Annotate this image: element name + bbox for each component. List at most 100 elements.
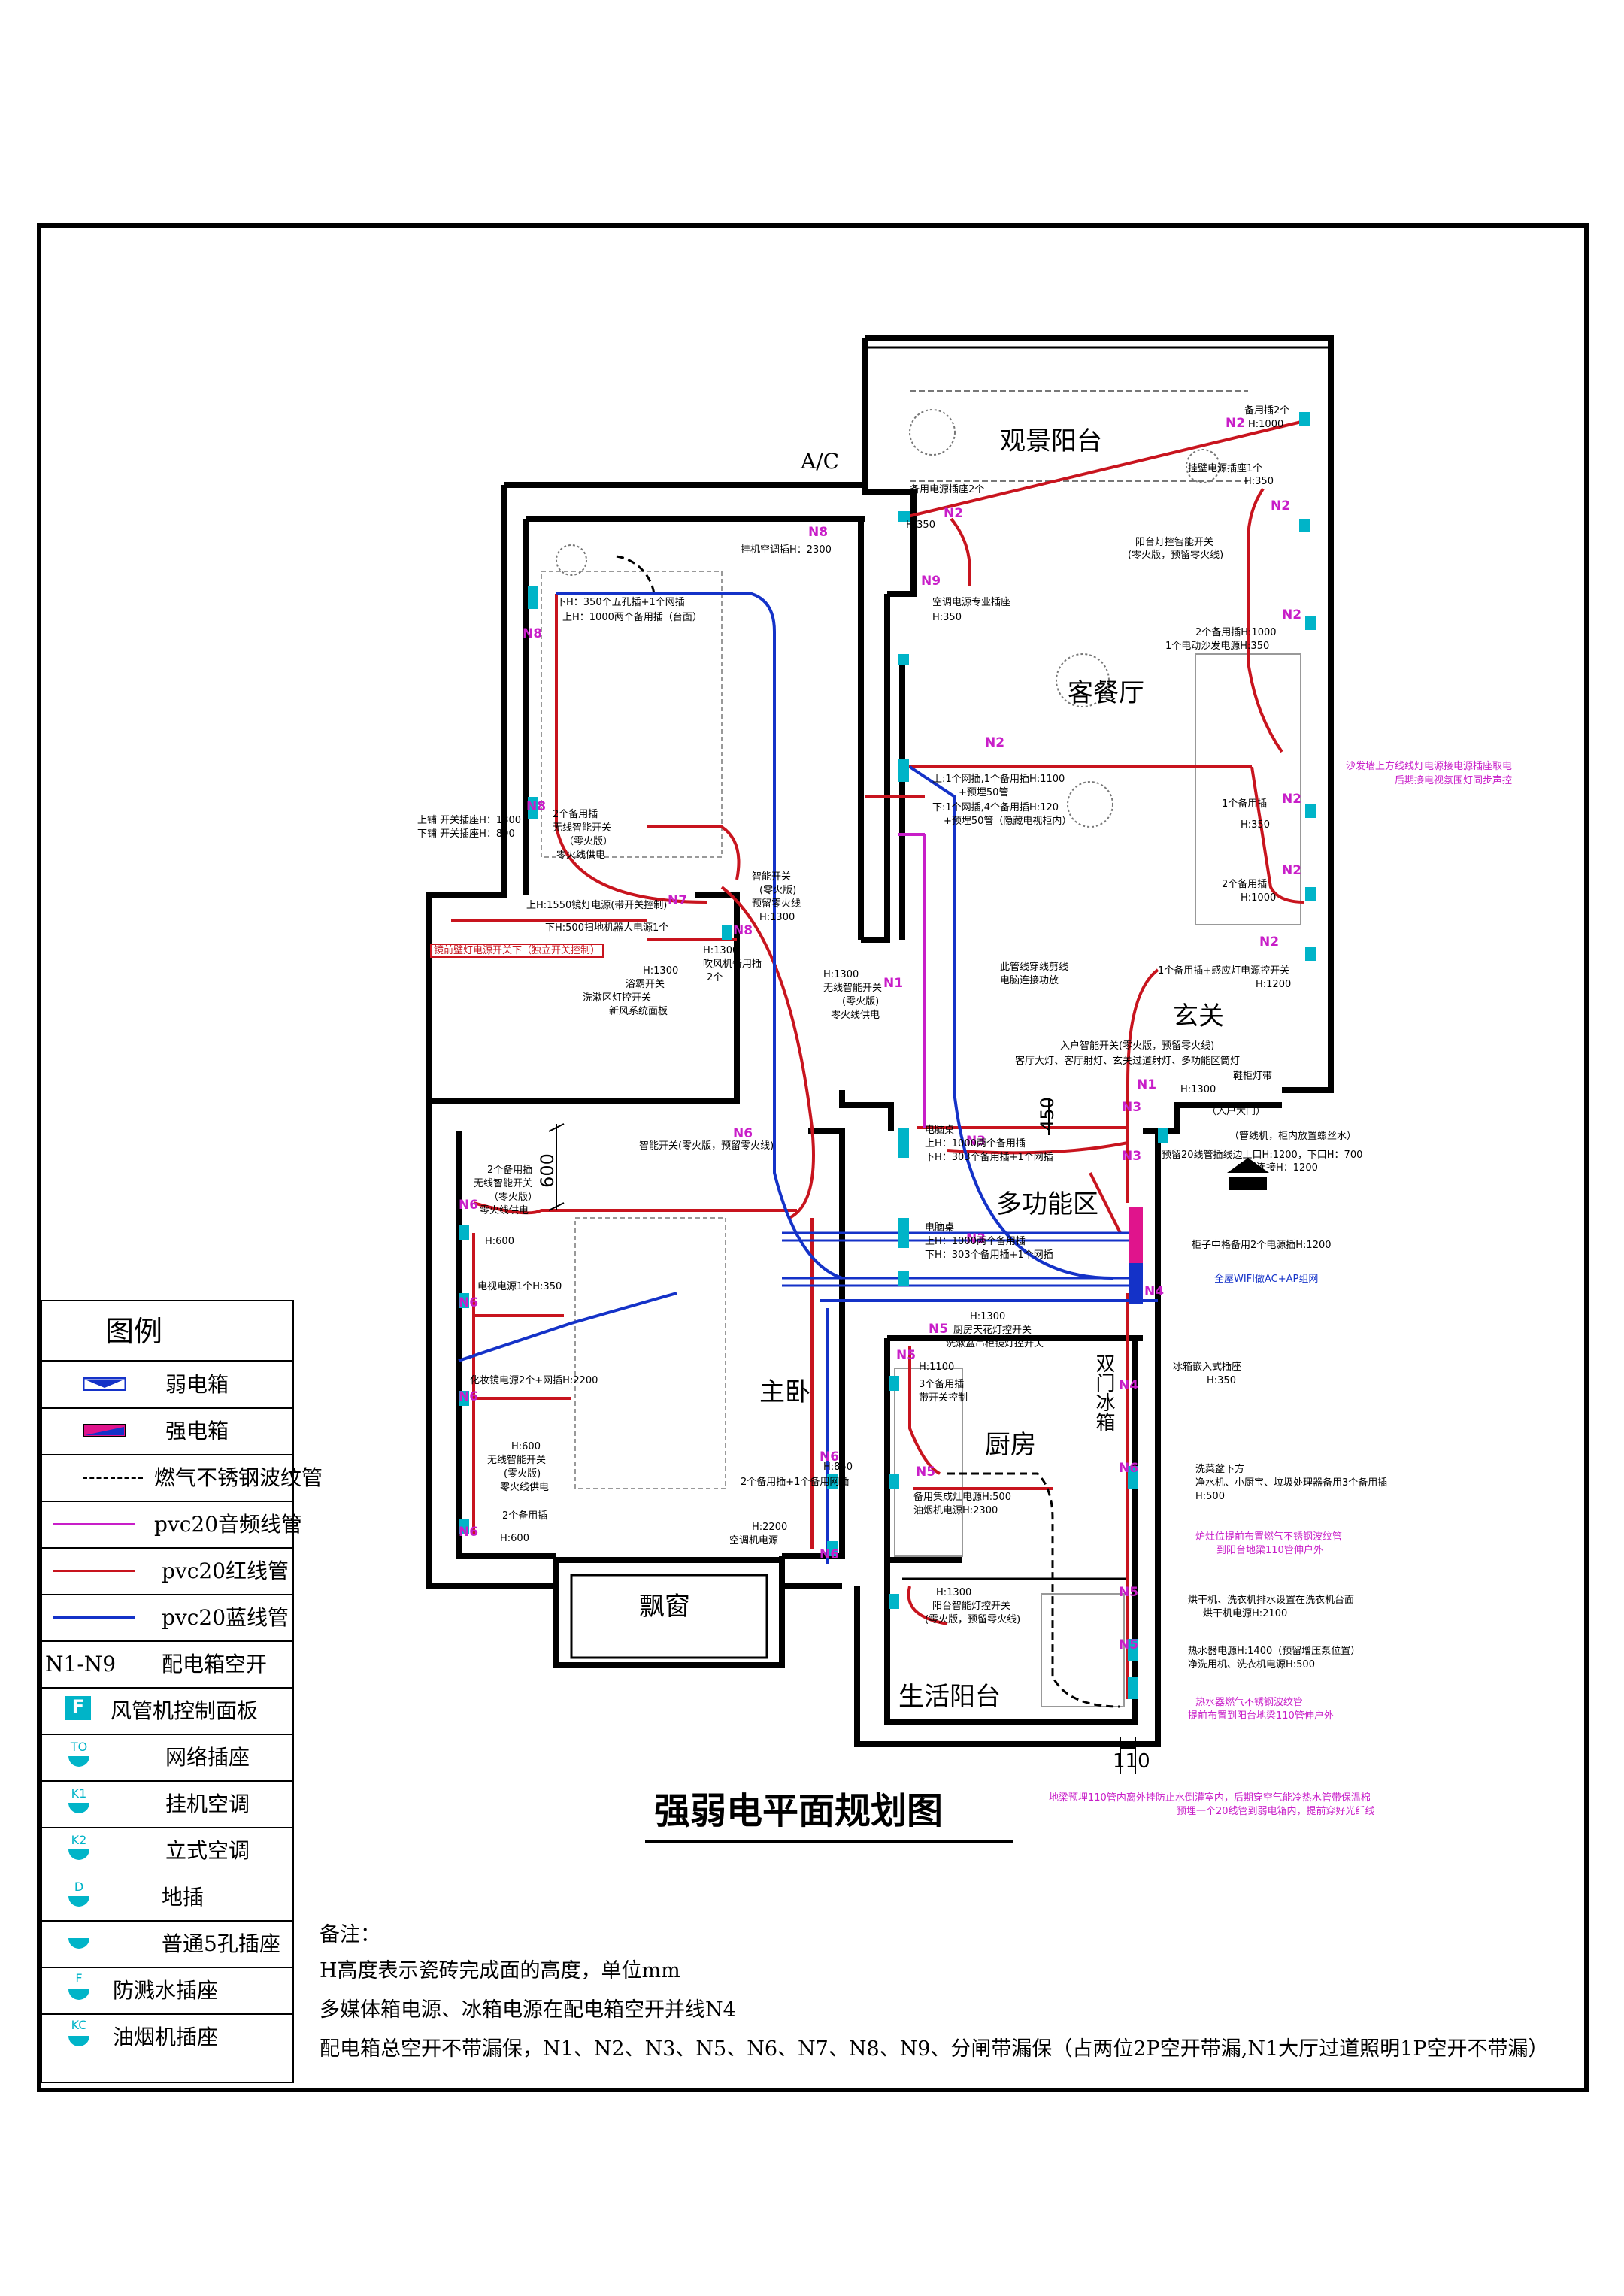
annotation: 零火线供电 xyxy=(500,1482,550,1493)
annotation: 上H：1000两个备用插 xyxy=(925,1138,1026,1150)
annotation: 入户智能开关(零火版，预留零火线) xyxy=(1060,1040,1215,1052)
legend-row: pvc20红线管 xyxy=(41,1547,293,1595)
circuit-label: N3 xyxy=(1122,1149,1142,1164)
socket-shape xyxy=(68,1803,89,1813)
legend-row: K2 立式空调 xyxy=(41,1827,293,1873)
annotation: 洗菜盆下方 xyxy=(1195,1464,1245,1475)
annotation: 冰箱嵌入式插座 xyxy=(1173,1362,1242,1373)
legend-title: 图例 xyxy=(105,1315,163,1348)
annotation: （管线机，柜内放置螺丝水） xyxy=(1229,1131,1357,1142)
legend-label: pvc20红线管 xyxy=(162,1558,289,1583)
annotation: 沙发墙上方线线灯电源接电源插座取电 xyxy=(1346,761,1513,772)
red-pipe-symbol xyxy=(53,1570,135,1572)
annotation: H:350 xyxy=(906,519,935,531)
room-entry: 玄关 xyxy=(1173,1001,1224,1031)
annotation: 客厅大灯、客厅射灯、玄关过道射灯、多功能区筒灯 xyxy=(1015,1056,1241,1067)
cable-bundle xyxy=(782,1231,1143,1287)
audio-pipe-symbol xyxy=(53,1523,135,1525)
legend-label: 油烟机插座 xyxy=(113,2025,219,2049)
circuit-label: N5 xyxy=(896,1348,917,1363)
annotation: 洗漱盆吊柜镜灯控开关 xyxy=(946,1338,1044,1349)
circuit-label: N6 xyxy=(459,1389,479,1404)
annotation: 2个备用插 xyxy=(553,809,598,820)
circuit-label: N5 xyxy=(916,1465,936,1480)
circuit-label: N9 xyxy=(921,574,941,589)
annotation: +预埋50管 xyxy=(959,787,1009,798)
annotation: 2个备用插+1个备用网插 xyxy=(741,1477,850,1488)
note-line: 配电箱总空开不带漏保，N1、N2、N3、N5、N6、N7、N8、N9、分闸带漏保… xyxy=(320,2037,1549,2061)
circuit-label: N4 xyxy=(1144,1284,1165,1299)
circuit-label: N6 xyxy=(820,1547,840,1562)
annotation: 后期接电视氛围灯同步声控 xyxy=(1395,775,1513,786)
annotation: 备用插2个 xyxy=(1244,405,1290,416)
legend-label: 挂机空调 xyxy=(165,1792,250,1816)
room-living-balcony: 生活阳台 xyxy=(898,1682,1001,1712)
circuit-label: N5 xyxy=(1119,1585,1139,1600)
annotation: 预埋一个20线管到弱电箱内，提前穿好光纤线 xyxy=(1177,1806,1375,1817)
annotation: (零火版) xyxy=(842,996,880,1007)
drawing-border xyxy=(37,223,1589,2092)
annotation: 提前布置到阳台地梁110管伸户外 xyxy=(1188,1710,1334,1722)
room-bay: 飘窗 xyxy=(639,1592,690,1622)
legend-label: 网络插座 xyxy=(165,1745,250,1770)
floor-socket-icon: D xyxy=(74,1880,84,1894)
circuit-label: N6 xyxy=(733,1126,753,1141)
circuit-label: N3 xyxy=(966,1231,986,1246)
blue-pipe-symbol xyxy=(53,1616,135,1619)
legend-row: F 防溅水插座 xyxy=(41,1967,293,2015)
annotation: 下H：303个备用插+1个网插 xyxy=(925,1249,1053,1261)
legend-row: N1-N9 配电箱空开 xyxy=(41,1640,293,1689)
annotation: (零火版，预留零火线) xyxy=(1128,550,1224,561)
circuit-label: N4 xyxy=(1119,1378,1139,1393)
annotation: 2个备用插 xyxy=(502,1510,548,1522)
annotation: 下:1个网插,4个备用插H:120 xyxy=(932,802,1059,813)
annotation: 预留零火线 xyxy=(752,898,801,910)
annotation: 1个备用插 xyxy=(1222,798,1268,810)
annotation: 1个电动沙发电源H:350 xyxy=(1165,641,1270,652)
annotation: 阳台灯控智能开关 xyxy=(1135,537,1214,548)
annotation: （零火版） xyxy=(489,1192,538,1203)
annotation: 下H:500扫地机器人电源1个 xyxy=(545,922,669,934)
annotation: 净水机、小厨宝、垃圾处理器备用3个备用插 xyxy=(1195,1477,1388,1489)
annotation: 电脑桌 xyxy=(925,1222,955,1234)
socket-shape xyxy=(68,1989,89,2000)
floor-ac-icon: K2 xyxy=(71,1833,87,1847)
annotation: 零火线供电 xyxy=(480,1205,529,1216)
circuit-label: N8 xyxy=(808,525,829,540)
red-conduits xyxy=(451,420,1305,1699)
socket-shape xyxy=(68,2036,89,2046)
annotation: (零火版，预留零火线) xyxy=(925,1614,1021,1625)
circuit-label: N8 xyxy=(733,923,753,938)
circuit-label: N2 xyxy=(1282,607,1302,622)
circuit-label: N5 xyxy=(929,1322,949,1337)
dimension-110: 110 xyxy=(1113,1750,1150,1773)
socket-5pin-icon xyxy=(68,1938,89,1949)
annotation: 无线智能开关 xyxy=(487,1455,547,1466)
circuit-label: N2 xyxy=(1259,934,1280,950)
annotation: H:350 xyxy=(1207,1375,1236,1386)
annotation: 柜子中格备用2个电源插H:1200 xyxy=(1192,1240,1332,1251)
legend-label: 配电箱空开 xyxy=(162,1652,268,1677)
network-socket-icon: TO xyxy=(70,1740,88,1754)
network-box-symbol xyxy=(83,1377,126,1391)
annotation: 厨房天花灯控开关 xyxy=(953,1325,1032,1336)
room-living: 客餐厅 xyxy=(1068,678,1144,708)
annotation: 鞋柜灯带 xyxy=(1233,1071,1273,1082)
hvac-panel-icon: F xyxy=(65,1696,91,1720)
annotation: （零火版） xyxy=(564,836,614,847)
title-underline xyxy=(645,1840,1013,1843)
annotation: H:1000 xyxy=(1248,419,1284,430)
circuit-label: N2 xyxy=(1282,863,1302,878)
legend-row: F 风管机控制面板 xyxy=(41,1687,293,1735)
annotation: 空调机电源 xyxy=(729,1535,779,1546)
annotation: 上H：1000两个备用插 xyxy=(925,1236,1026,1247)
circuit-label: N6 xyxy=(459,1295,479,1310)
annotation: H:1100 xyxy=(919,1362,955,1373)
room-master: 主卧 xyxy=(759,1377,810,1407)
annotation: 上H:1550镜灯电源(带开关控制) xyxy=(526,900,668,911)
annotation: H:350 xyxy=(1244,476,1274,487)
circuit-label: N1 xyxy=(1137,1077,1157,1092)
legend-row: pvc20音频线管 xyxy=(41,1501,302,1549)
circuit-label: N6 xyxy=(459,1525,479,1540)
